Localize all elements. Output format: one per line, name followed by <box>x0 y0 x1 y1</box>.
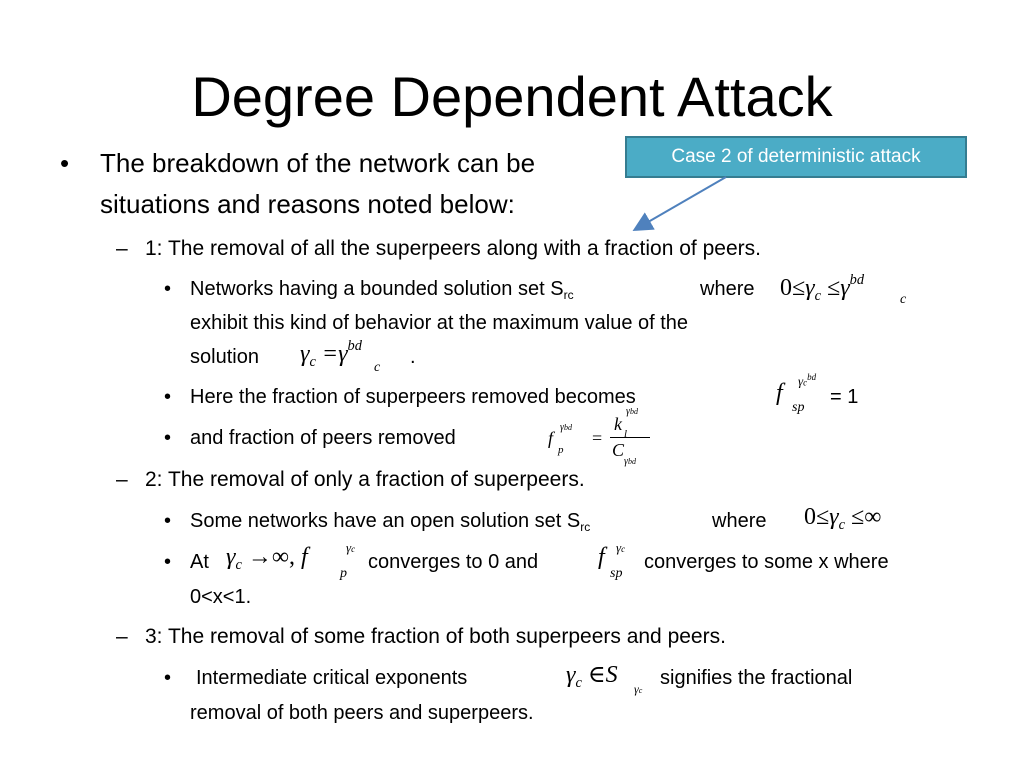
case2-b2-line2: 0<x<1. <box>190 586 252 608</box>
case3-b1-line2: removal of both peers and superpeers. <box>190 702 534 724</box>
bullet-dot: • <box>164 427 172 449</box>
bullet-dot: • <box>164 551 172 573</box>
f-sp-gamma-bd: f <box>776 380 783 406</box>
slide-title: Degree Dependent Attack <box>191 65 833 128</box>
case1-b1-line3: solution <box>190 346 259 368</box>
bullet-dot: • <box>164 386 172 408</box>
case3-heading: 3: The removal of some fraction of both … <box>145 625 726 648</box>
case3-b1-post: signifies the fractional <box>660 667 853 689</box>
bullet-dot: • <box>164 510 172 532</box>
case2-b1-where: where <box>712 510 767 532</box>
case1-b1-line2: exhibit this kind of behavior at the max… <box>190 312 689 334</box>
case1-b1-math: 0≤γc ≤γbd <box>780 272 865 304</box>
case3-b1-pre: Intermediate critical exponents <box>196 667 468 689</box>
math-sub-gamma-c: γc <box>634 682 643 696</box>
bullet-dot: • <box>164 278 172 300</box>
math-sub-c: c <box>374 360 381 375</box>
case2-b2-at: At <box>190 551 209 573</box>
case2-b1-text: Some networks have an open solution set … <box>190 510 591 535</box>
f-sp-gamma-c: f <box>598 544 605 570</box>
case1-b1-where: where <box>700 278 755 300</box>
bullet-dot: • <box>164 667 172 689</box>
case1-b3-text: and fraction of peers removed <box>190 427 456 449</box>
case2-b2-end: converges to some x where <box>644 551 889 573</box>
case2-b1-math: 0≤γc ≤∞ <box>804 504 882 534</box>
callout-box: Case 2 of deterministic attack <box>625 136 967 178</box>
intro-line-1: The breakdown of the network can be <box>100 148 536 178</box>
case1-b2-eq: = 1 <box>830 386 859 408</box>
peers-fraction-math: f p γbd = k l γbd C γbd <box>548 406 658 470</box>
case1-b1-line1: Networks having a bounded solution set S… <box>190 278 574 303</box>
case2-b2-math-limit: γc →∞, f <box>226 544 308 574</box>
math-sub-p: p <box>340 566 347 581</box>
math-sup-gamma-bd: γcbd <box>798 372 817 389</box>
period: . <box>410 346 416 368</box>
dash-2: – <box>116 468 128 491</box>
math-sup-gamma-c: γc <box>346 540 356 555</box>
math-sup-gamma-c: γc <box>616 540 626 555</box>
math-sub-sp: sp <box>610 566 623 581</box>
dash-1: – <box>116 237 128 260</box>
dash-3: – <box>116 625 128 648</box>
intro-line-2: situations and reasons noted below: <box>100 189 515 219</box>
math-sub-sp: sp <box>792 400 805 415</box>
case1-b2-text: Here the fraction of superpeers removed … <box>190 386 636 408</box>
case1-b1-solution-math: γc =γbd <box>300 338 362 370</box>
bullet-dot: • <box>60 148 70 178</box>
case2-heading: 2: The removal of only a fraction of sup… <box>145 468 585 491</box>
case3-b1-math: γc ∈S <box>566 662 618 692</box>
case1-heading: 1: The removal of all the superpeers alo… <box>145 237 761 260</box>
case2-b2-mid: converges to 0 and <box>368 551 539 573</box>
math-sub-c: c <box>900 292 907 307</box>
